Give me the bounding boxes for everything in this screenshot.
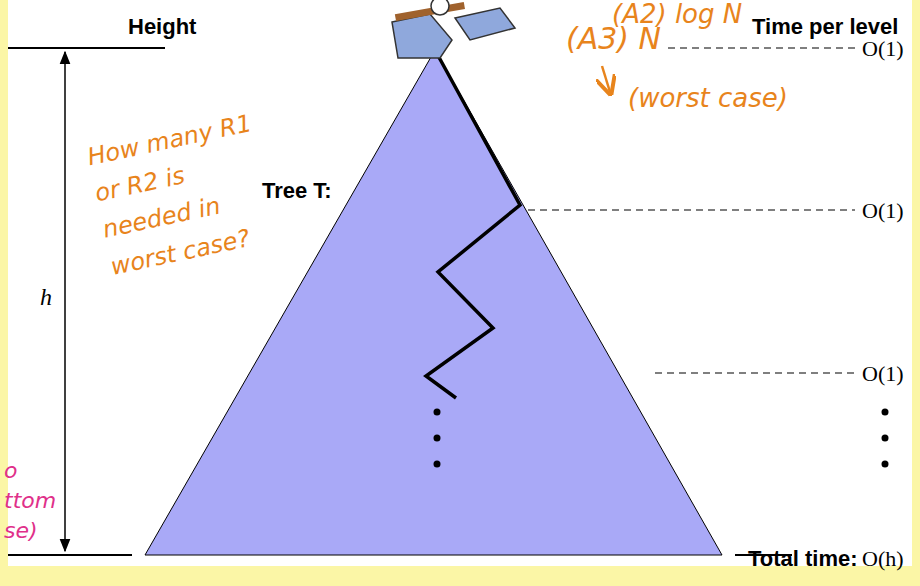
column-heading: Time per level xyxy=(752,14,898,39)
ellipsis-dots xyxy=(434,409,889,468)
search-path xyxy=(426,50,520,398)
height-arrow xyxy=(64,52,66,551)
annotation-arrow xyxy=(602,66,610,92)
axis-heading: Height xyxy=(128,14,196,39)
total-cost: O(h) xyxy=(862,546,904,571)
level-cost: O(1) xyxy=(862,36,904,61)
level-cost: O(1) xyxy=(862,198,904,223)
level-dash xyxy=(655,372,855,373)
page-ground xyxy=(8,0,912,566)
level-dash xyxy=(528,209,855,210)
sled-cartoon xyxy=(392,0,515,58)
handwritten-note: (worst case) xyxy=(628,84,788,114)
total-label: Total time: xyxy=(748,546,858,571)
tree-name: Tree T: xyxy=(262,178,332,203)
handwritten-fragment: ttom xyxy=(4,488,56,513)
top-rule xyxy=(8,47,165,49)
handwritten-note: (A3) N xyxy=(566,22,661,57)
level-dash xyxy=(668,47,855,48)
level-cost: O(1) xyxy=(862,361,904,386)
bottom-rule xyxy=(8,554,132,556)
handwritten-fragment: se) xyxy=(4,518,38,543)
height-symbol: h xyxy=(40,284,52,312)
handwritten-fragment: o xyxy=(4,458,17,483)
